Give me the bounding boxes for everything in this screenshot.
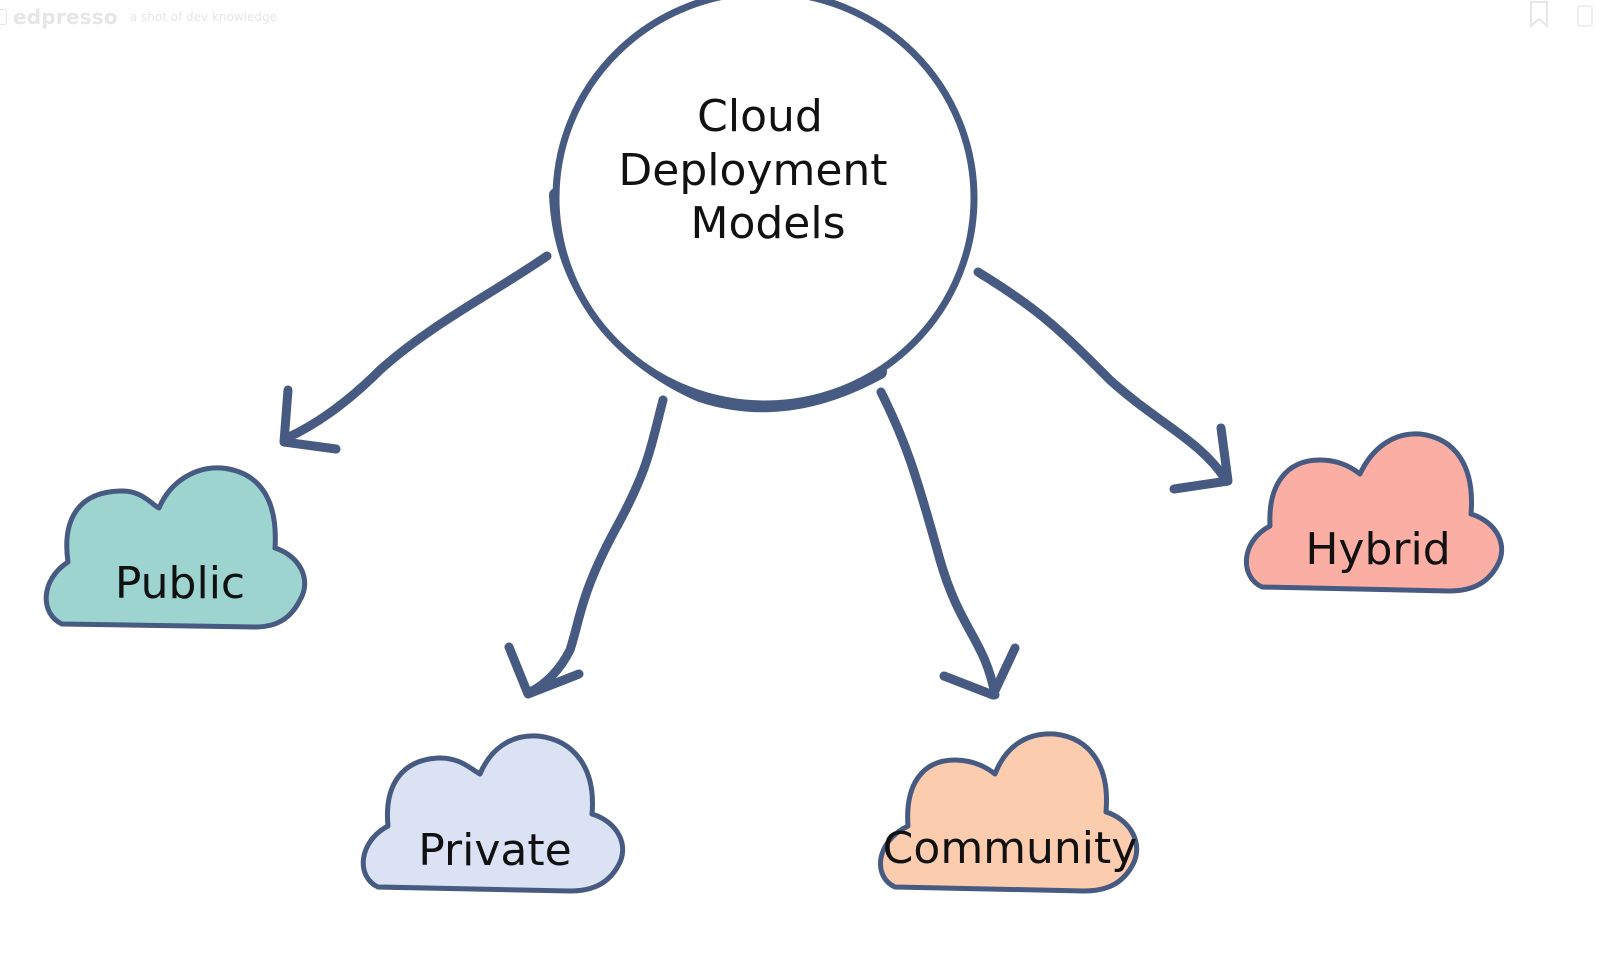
watermark-header: edpresso a shot of dev knowledge [0,2,277,32]
cloud-community: Community [878,731,1140,894]
cloud-public: Public [43,465,308,630]
connectors [279,251,1233,700]
cloud-hybrid: Hybrid [1244,431,1505,594]
cloud-community-label: Community [883,823,1138,874]
arrow-to-hybrid [973,267,1231,485]
brand-tagline: a shot of dev knowledge [129,10,278,24]
arrowhead-public [279,385,341,454]
arrowhead-private [504,642,584,699]
brand-name: edpresso [13,5,118,29]
cloud-public-shape [43,465,308,630]
cloud-private-shape [360,733,626,894]
center-title-line-3: Models [690,198,845,249]
arrowhead-community [939,643,1020,700]
svg-text:Cloud Deployment M: Cloud Deployment Models [618,91,901,249]
center-title-line-1: Cloud [697,91,823,142]
edpresso-logo-icon [0,9,7,25]
cloud-hybrid-label: Hybrid [1305,524,1450,575]
share-icon[interactable] [1576,4,1594,28]
bookmark-icon[interactable] [1528,0,1550,28]
center-title-line-2: Deployment [618,145,887,196]
cloud-private: Private [360,733,626,894]
center-circle [552,0,978,408]
arrowhead-hybrid [1169,423,1233,494]
cloud-community-shape [878,731,1140,894]
arrow-to-private [525,395,668,697]
cloud-hybrid-shape [1244,431,1505,594]
cloud-private-label: Private [418,825,571,876]
arrow-to-public [282,251,552,443]
center-node: Cloud Deployment Models [549,0,978,413]
arrow-to-community [876,387,1000,700]
cloud-public-label: Public [115,558,245,609]
